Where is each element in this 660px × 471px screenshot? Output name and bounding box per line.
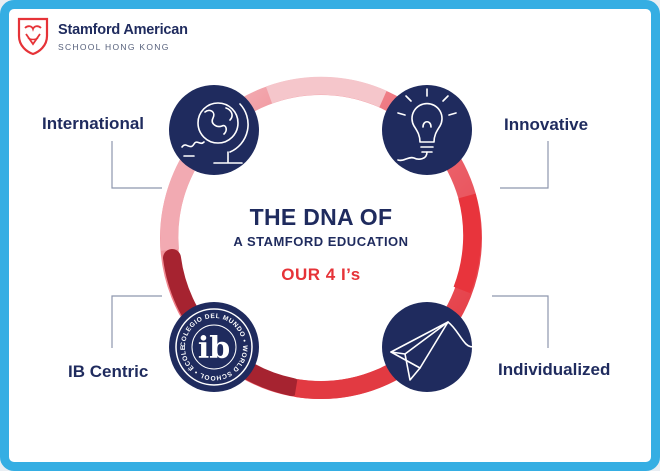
ib-disc: [169, 302, 259, 392]
connector-international: [111, 141, 162, 189]
connector-ib-centric: [111, 295, 162, 348]
lightbulb-disc: [382, 85, 472, 175]
ring-light-segment: [265, 76, 387, 108]
diagram-highlight: OUR 4 I’s: [281, 265, 361, 284]
school-subtitle: SCHOOL HONG KONG: [58, 42, 170, 52]
crest-icon: [17, 17, 49, 56]
label-international: International: [42, 114, 145, 133]
ring-red-segment-right: [453, 193, 482, 294]
label-individualized: Individualized: [498, 360, 611, 379]
ring-light-segment-left: [160, 155, 198, 251]
label-ib-centric: IB Centric: [68, 362, 149, 381]
school-name: Stamford American: [58, 22, 188, 38]
label-innovative: Innovative: [504, 115, 589, 134]
connector-innovative: [500, 141, 549, 189]
diagram-subtitle: A STAMFORD EDUCATION: [233, 234, 409, 249]
globe-disc: [169, 85, 259, 175]
lightbulb-icon: [397, 88, 457, 162]
diagram-title: THE DNA OF: [249, 204, 393, 230]
paper-plane-disc: [382, 302, 472, 392]
paper-plane-icon: [390, 321, 485, 381]
ib-seal-mark: ib: [198, 331, 230, 366]
globe-icon: [181, 102, 249, 164]
connector-individualized: [492, 295, 549, 348]
school-logo[interactable]: Stamford American SCHOOL HONG KONG: [16, 16, 191, 62]
